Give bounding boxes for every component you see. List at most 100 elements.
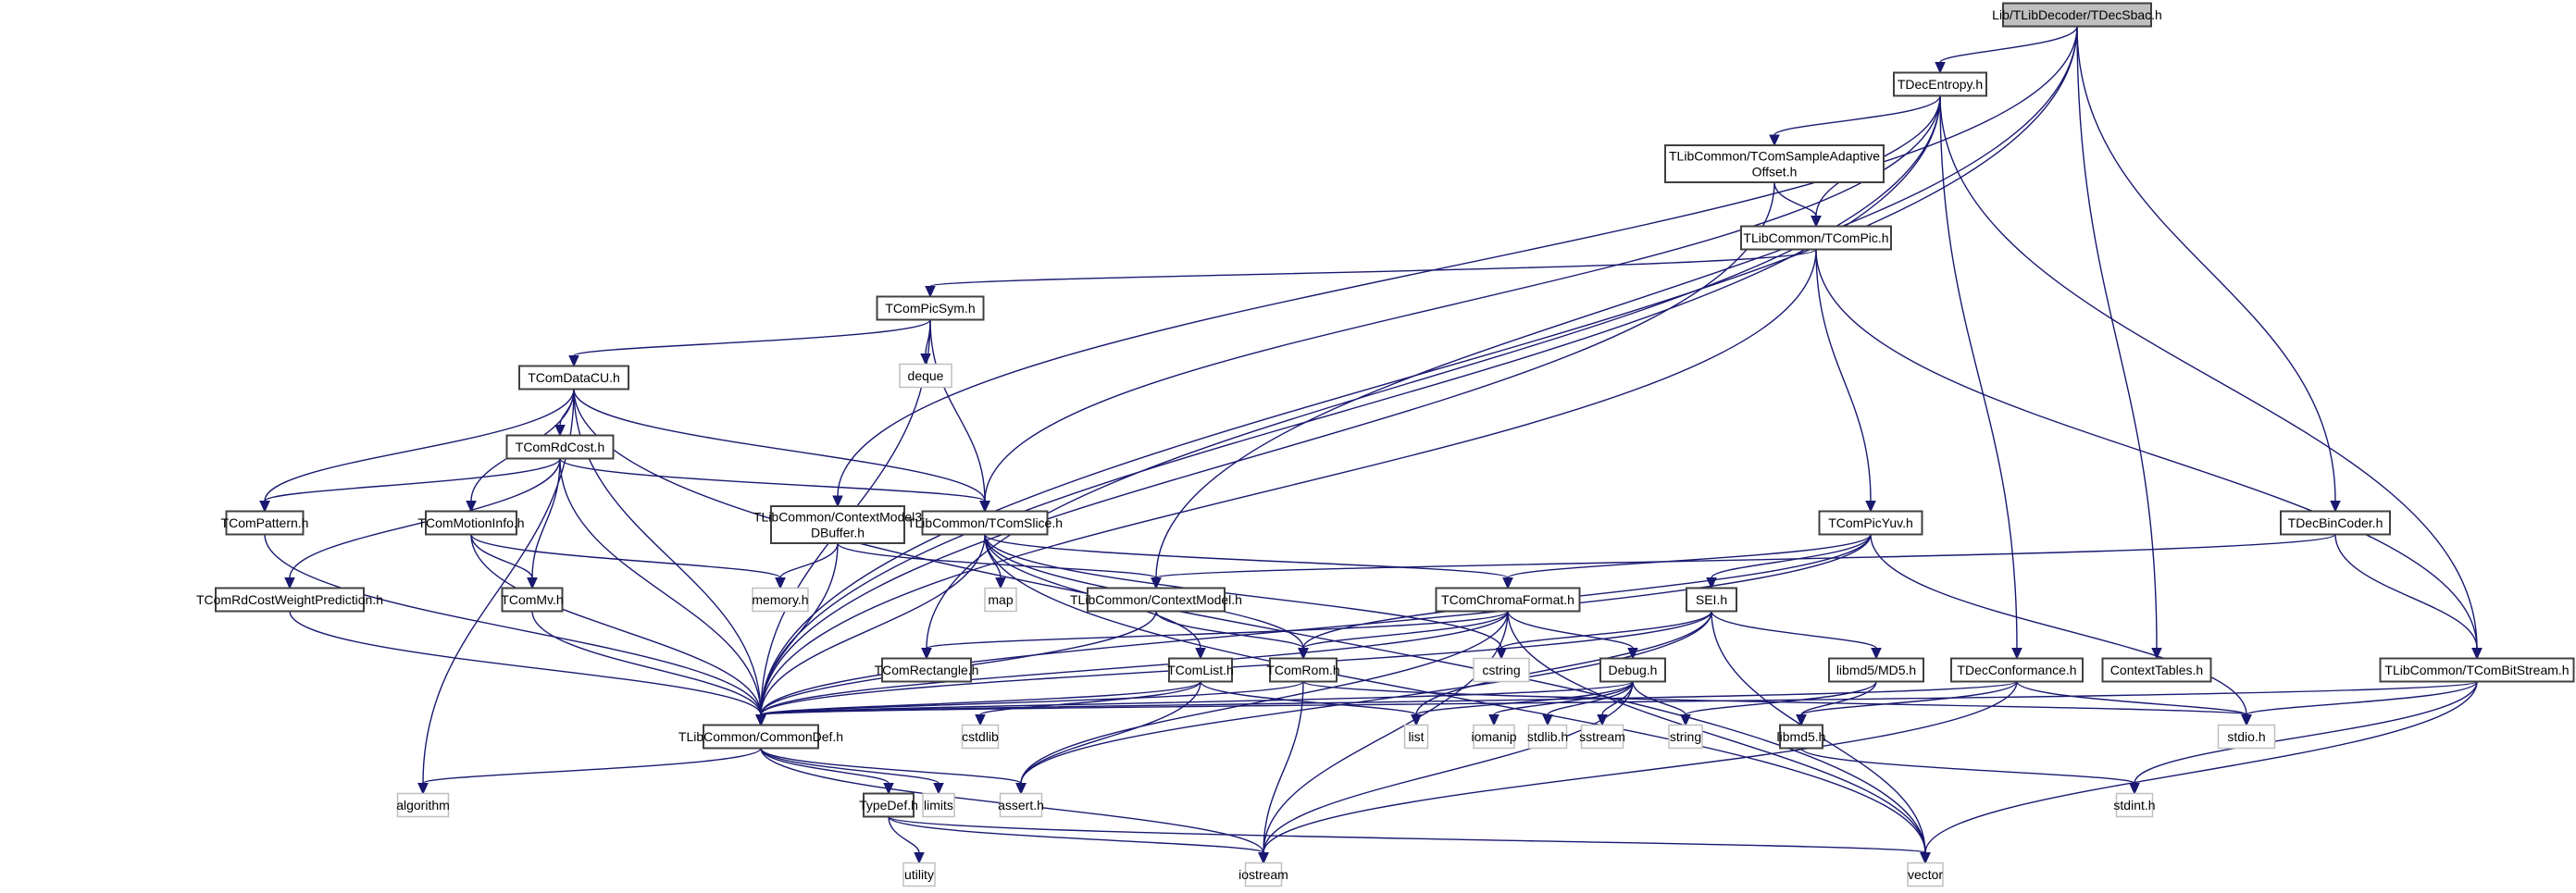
arrowhead-icon [2011,648,2022,660]
node-debug[interactable]: Debug.h [1599,657,1666,683]
node-label: iomanip [1471,729,1516,744]
node-root[interactable]: Lib/TLibDecoder/TDecSbac.h [1992,2,2162,28]
node-label: stdint.h [2113,798,2155,812]
node-utility: utility [902,862,936,887]
node-box [921,510,1049,536]
edge-line [979,681,1201,716]
node-label: deque [908,368,944,383]
edge-line [760,680,2478,716]
arrowhead-icon [284,577,295,589]
node-deque: deque [899,363,952,389]
edge-root-to-TDecEntropy [1935,26,2078,74]
nodes-layer: Lib/TLibDecoder/TDecSbac.hTDecEntropy.hT… [196,2,2575,887]
node-tcomlist[interactable]: TComList.h [1167,657,1234,683]
edge-TComMotionInfo-to-TComMv [470,534,538,589]
node-box [2115,792,2154,818]
edge-TDecConformance-to-iostream [1258,681,2018,864]
edge-TComPicSym-to-TComDataCU [568,318,931,367]
edge-line [760,26,2078,715]
arrowhead-icon [2241,714,2252,726]
edge-line [760,95,1941,715]
node-label: TComRdCostWeightPrediction.h [196,592,383,607]
node-sei[interactable]: SEI.h [1686,587,1737,613]
edge-line [760,534,986,715]
node-label: Debug.h [1609,663,1658,677]
node-box [1818,510,1923,536]
edge-CM3D-to-memory [775,542,839,589]
node-tdecconformance[interactable]: TDecConformance.h [1950,657,2084,683]
node-box [1168,657,1233,683]
node-label: assert.h [998,798,1044,812]
node-label: cstring [1482,663,1520,677]
node-box [902,862,936,887]
node-tcomrom[interactable]: TComRom.h [1266,657,1340,683]
edge-TypeDef-to-utility [888,816,925,864]
edge-line [1773,181,1817,217]
edge-root-to-TDecBinCoder [2076,26,2341,513]
node-tcompicsym[interactable]: TComPicSym.h [876,295,985,321]
node-label: TLibCommon/CommonDef.h [678,729,843,744]
arrowhead-icon [1920,852,1931,864]
node-box [2379,657,2575,683]
node-tcomrdcostwp[interactable]: TComRdCostWeightPrediction.h [196,587,383,613]
node-box [1244,862,1283,887]
arrowhead-icon [1865,501,1876,513]
node-libmd5[interactable]: libmd5.h [1777,724,1826,750]
edge-TComSlice-to-cstring [984,534,1507,660]
node-label: TLibCommon/ContextModel.h [1070,592,1242,607]
node-tcomslice[interactable]: TLibCommon/TComSlice.h [907,510,1063,536]
arrowhead-icon [568,355,579,367]
node-tcomrectangle[interactable]: TComRectangle.h [875,657,979,683]
node-label: ContextTables.h [2110,663,2203,677]
node-box [752,587,809,613]
node-label: limits [924,798,953,812]
node-memory: memory.h [752,587,809,613]
node-box [984,587,1017,613]
node-box [703,724,819,750]
node-label: TComMv.h [501,592,563,607]
node-box [961,724,1000,750]
edge-line [1507,611,1634,650]
node-box [770,505,905,544]
node-contexttables[interactable]: ContextTables.h [2101,657,2212,683]
node-tcompicyuv[interactable]: TComPicYuv.h [1818,510,1923,536]
node-tcomdatacu[interactable]: TComDataCU.h [518,365,629,391]
edge-TComPicYuv-to-SEI [1706,534,1872,589]
arrowhead-icon [933,783,944,795]
edge-line [2334,534,2478,649]
node-tcommotioninfo[interactable]: TComMotionInfo.h [417,510,525,536]
node-box [396,792,450,818]
node-stdio: stdio.h [2217,724,2276,750]
node-tdecbincoder[interactable]: TDecBinCoder.h [2280,510,2391,536]
edge-TComBitStream-to-stdint [2129,681,2478,795]
node-commondef[interactable]: TLibCommon/CommonDef.h [678,724,843,750]
node-tcompic[interactable]: TLibCommon/TComPic.h [1740,225,1892,251]
node-tcombitstream[interactable]: TLibCommon/TComBitStream.h [2379,657,2575,683]
node-box [922,792,955,818]
arrowhead-icon [1796,714,1807,726]
node-tcomrdcost[interactable]: TComRdCost.h [505,434,615,460]
node-box [1580,724,1624,750]
arrowhead-icon [417,783,429,795]
edge-TComList-to-assert [1015,681,1201,795]
edge-line [422,747,762,785]
node-label: string [1670,729,1701,744]
node-typedef[interactable]: TypeDef.h [859,792,918,818]
edge-root-to-CommonDef [755,26,2078,726]
node-cstdlib: cstdlib [961,724,1000,750]
arrowhead-icon [259,501,270,513]
node-label: TComPicYuv.h [1828,515,1913,530]
node-tcommv[interactable]: TComMv.h [501,587,564,613]
edge-line [470,534,533,578]
node-box [1779,724,1823,750]
node-md5[interactable]: libmd5/MD5.h [1828,657,1924,683]
node-tcompattern[interactable]: TComPattern.h [221,510,309,536]
edge-line [2134,681,2478,784]
node-contextmodel[interactable]: TLibCommon/ContextModel.h [1070,587,1242,613]
edge-line [760,611,1712,715]
node-tcomchromaformat[interactable]: TComChromaFormat.h [1435,587,1581,613]
node-tdecentropy[interactable]: TDecEntropy.h [1893,71,1987,97]
edge-line [2246,681,2478,716]
